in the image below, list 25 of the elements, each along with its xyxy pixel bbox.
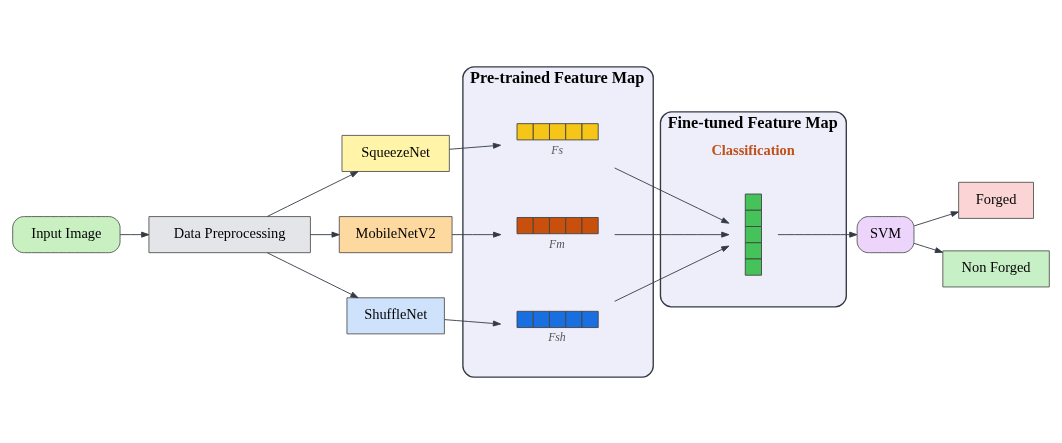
arrow bbox=[614, 167, 730, 224]
arrow bbox=[913, 242, 943, 253]
node-box: Non Forged bbox=[942, 249, 1050, 287]
node-label: Fm bbox=[549, 237, 565, 251]
node-box: Forged bbox=[958, 181, 1034, 219]
node-box: MobileNetV2 bbox=[338, 215, 453, 253]
arrow bbox=[266, 170, 359, 217]
node-box: SVM bbox=[856, 215, 915, 253]
arrow bbox=[913, 210, 959, 226]
arrow bbox=[449, 142, 502, 150]
node-box: Data Preprocessing bbox=[148, 215, 311, 253]
arrow bbox=[614, 245, 730, 302]
cluster: Fine-tuned Feature Map Classification bbox=[659, 110, 847, 307]
node-box: Input Image bbox=[12, 215, 121, 253]
arrow bbox=[444, 318, 501, 326]
node-label: Fs bbox=[551, 143, 564, 157]
arrow bbox=[266, 251, 359, 298]
arrow bbox=[614, 231, 730, 238]
node-box: ShuffleNet bbox=[346, 296, 445, 334]
arrow bbox=[451, 231, 502, 238]
arrow bbox=[310, 231, 340, 238]
node-box: SqueezeNet bbox=[341, 134, 450, 172]
node-label: Fsh bbox=[548, 330, 566, 344]
arrow bbox=[119, 231, 150, 238]
arrow bbox=[777, 231, 858, 238]
